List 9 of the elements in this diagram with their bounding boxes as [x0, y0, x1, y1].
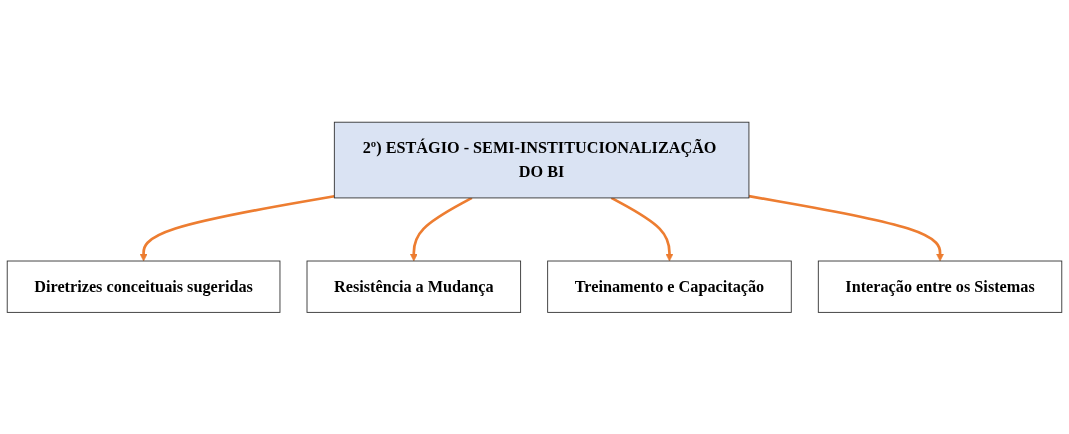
arrow: [748, 194, 944, 262]
arrow: [409, 196, 473, 262]
arrow: [139, 194, 335, 262]
node-box: 2º) ESTÁGIO - SEMI-INSTITUCIONALIZAÇÃO DO BI: [333, 121, 750, 199]
node-box: Resistência a Mudança: [306, 260, 522, 313]
node-box: Diretrizes conceituais sugeridas: [6, 260, 281, 313]
arrow: [610, 196, 674, 262]
node-box: Interação entre os Sistemas: [817, 260, 1063, 313]
node-box: Treinamento e Capacitação: [547, 260, 792, 313]
